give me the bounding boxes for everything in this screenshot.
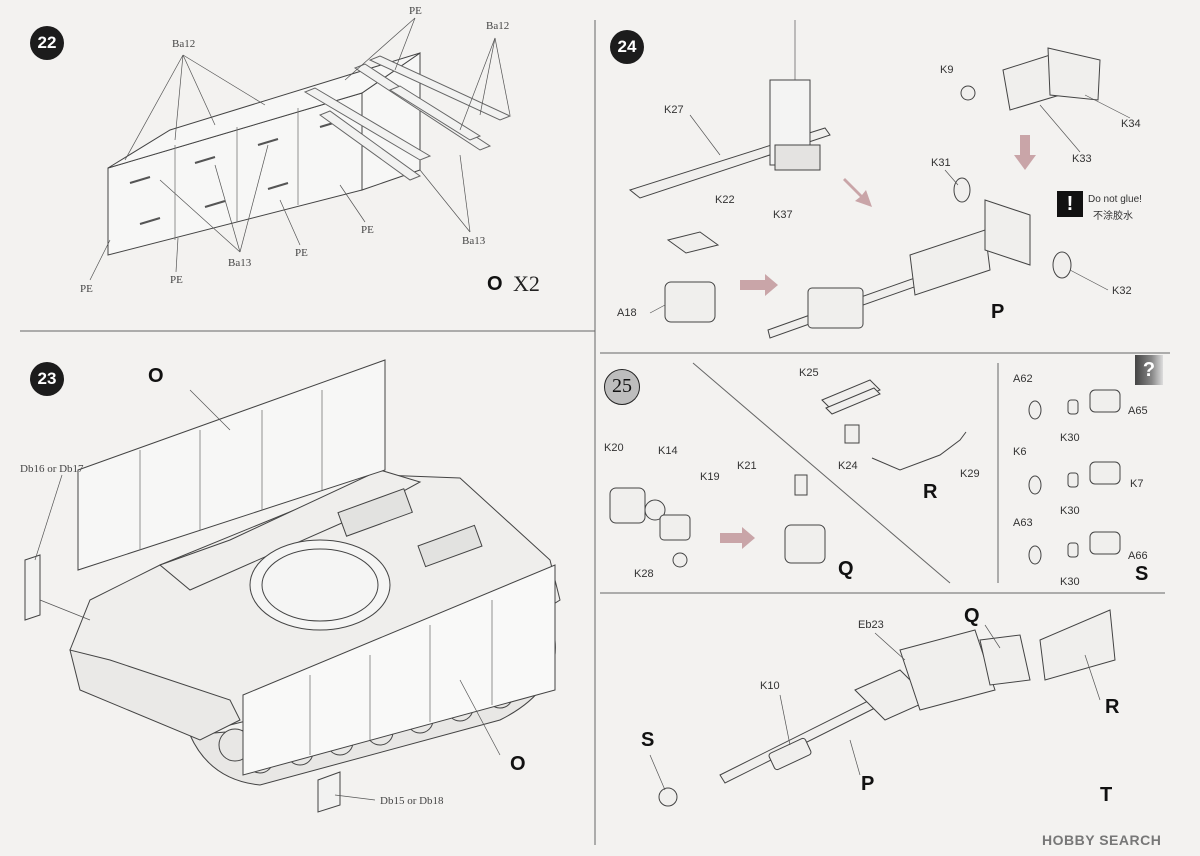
- step24-flow-arrows: [740, 135, 1036, 296]
- label-pe-b: PE: [170, 274, 183, 286]
- step-22-badge: 22: [30, 26, 64, 60]
- label-k20: K20: [604, 442, 624, 454]
- step25-flow-arrow: [720, 527, 755, 549]
- label-k24: K24: [838, 460, 858, 472]
- final-assembly: [658, 609, 1116, 807]
- step23-o-bottom: O: [510, 753, 526, 775]
- step23-tank-hull: [69, 469, 561, 736]
- step24-mantlet: [960, 47, 1101, 111]
- label-k14: K14: [658, 445, 678, 457]
- label-a62: A62: [1013, 373, 1033, 385]
- label-a18: A18: [617, 307, 637, 319]
- step23-skirt-upper: [77, 359, 386, 571]
- step22-subassembly-letter: O: [487, 273, 503, 295]
- step22-brackets: [129, 120, 341, 225]
- step24-gun-barrel: [628, 79, 831, 199]
- label-ba13-right: Ba13: [462, 235, 486, 247]
- step24-leaders: [649, 20, 1131, 314]
- label-ba13-left: Ba13: [228, 257, 252, 269]
- label-k30-a: K30: [1060, 432, 1080, 444]
- step25-periscopes: [1028, 389, 1121, 565]
- panel-dividers: [20, 20, 1170, 845]
- step22-leader-lines: [89, 17, 511, 281]
- label-k22: K22: [715, 194, 735, 206]
- step22-multiplier: X2: [513, 271, 540, 296]
- label-db16-db17: Db16 or Db17: [20, 463, 84, 475]
- step22-pe-strips: [303, 55, 512, 181]
- final-letter-q: Q: [964, 605, 980, 627]
- step25-letter-r: R: [923, 481, 938, 503]
- final-letter-s: S: [641, 729, 655, 751]
- step24-subassembly-letter: P: [991, 301, 1005, 323]
- label-k28: K28: [634, 568, 654, 580]
- step24-breech: [664, 231, 720, 323]
- step23-lower-seams: [309, 600, 493, 755]
- label-k31: K31: [931, 157, 951, 169]
- step22-panel-seams: [174, 108, 299, 240]
- final-letter-t: T: [1100, 784, 1113, 806]
- label-k30-b: K30: [1060, 505, 1080, 517]
- label-pe-a: PE: [80, 283, 93, 295]
- note-do-not-glue-cjk: 不涂胶水: [1093, 211, 1133, 222]
- warning-icon: !: [1057, 191, 1083, 217]
- label-k27: K27: [664, 104, 684, 116]
- question-icon: ?: [1135, 355, 1163, 385]
- step25-letter-s: S: [1135, 563, 1149, 585]
- label-ba12-left: Ba12: [172, 38, 196, 50]
- label-a66: A66: [1128, 550, 1148, 562]
- label-ba12-right: Ba12: [486, 20, 510, 32]
- step-25-badge: 25: [604, 369, 640, 405]
- final-letter-p: P: [861, 773, 875, 795]
- step25-letter-q: Q: [838, 558, 854, 580]
- step25-sight-parts: [609, 474, 826, 568]
- step23-front-track: [69, 649, 241, 741]
- label-k32: K32: [1112, 285, 1132, 297]
- final-leaders: [649, 624, 1101, 791]
- label-pe-c: PE: [295, 247, 308, 259]
- label-k37: K37: [773, 209, 793, 221]
- step25-rail: [821, 379, 967, 471]
- final-letter-r: R: [1105, 696, 1120, 718]
- step23-skirt-seams: [139, 390, 323, 550]
- label-k10: K10: [760, 680, 780, 692]
- step-24-badge: 24: [610, 30, 644, 64]
- label-k7: K7: [1130, 478, 1144, 490]
- step24-assembly: [767, 177, 1072, 339]
- label-pe-d: PE: [361, 224, 374, 236]
- label-a65: A65: [1128, 405, 1148, 417]
- label-k21: K21: [737, 460, 757, 472]
- step23-o-top: O: [148, 365, 164, 387]
- step23-skirt-lower: [242, 564, 556, 776]
- label-k29: K29: [960, 468, 980, 480]
- label-k19: K19: [700, 471, 720, 483]
- label-pe-top: PE: [409, 5, 422, 17]
- step23-brackets: [24, 554, 341, 813]
- label-k6: K6: [1013, 446, 1027, 458]
- step-23-badge: 23: [30, 362, 64, 396]
- label-k25: K25: [799, 367, 819, 379]
- label-k9: K9: [940, 64, 954, 76]
- label-k34: K34: [1121, 118, 1141, 130]
- label-eb23: Eb23: [858, 619, 884, 631]
- label-a63: A63: [1013, 517, 1033, 529]
- hobby-search-watermark: HOBBY SEARCH: [1042, 832, 1162, 848]
- label-k33: K33: [1072, 153, 1092, 165]
- step23-leaders: [34, 389, 501, 801]
- note-do-not-glue: Do not glue!: [1088, 194, 1142, 205]
- step22-skirt-panel: [107, 52, 421, 256]
- label-db15-db18: Db15 or Db18: [380, 795, 444, 807]
- label-k30-c: K30: [1060, 576, 1080, 588]
